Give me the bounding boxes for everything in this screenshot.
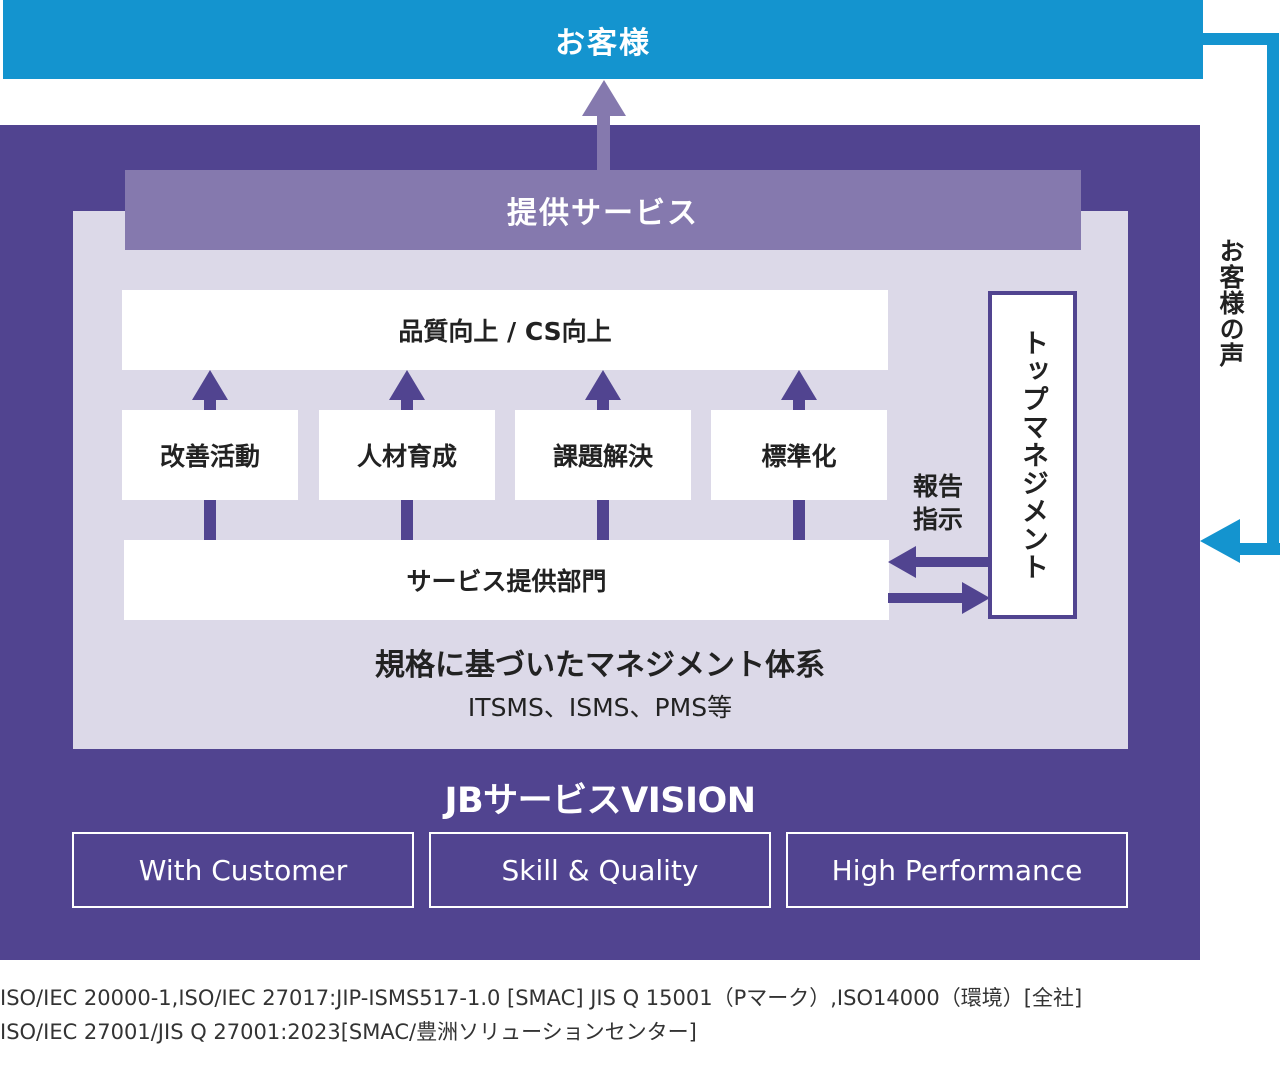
provided-service-header: 提供サービス: [125, 170, 1081, 250]
footnote-line-2: ISO/IEC 27001/JIS Q 27001:2023[SMAC/豊洲ソリ…: [0, 1020, 697, 1044]
activity-label: 改善活動: [159, 442, 260, 471]
dept-arrow-shaft-3: [597, 500, 609, 540]
activity-label: 人材育成: [356, 442, 457, 471]
report-instruct-arrows-icon: [888, 546, 990, 614]
instruct-label: 指示: [912, 505, 963, 534]
activity-box-problem: 課題解決: [515, 410, 691, 500]
voice-line-top: [1203, 33, 1279, 45]
department-label: サービス提供部門: [406, 567, 607, 596]
management-system-subtitle: ITSMS、ISMS、PMS等: [467, 693, 733, 722]
voice-line-right: [1267, 33, 1279, 549]
activity-box-standard: 標準化: [711, 410, 887, 500]
service-department-box: サービス提供部門: [124, 540, 889, 620]
report-label: 報告: [912, 472, 963, 501]
dept-arrow-shaft-2: [401, 500, 413, 540]
activity-label: 標準化: [761, 442, 837, 471]
activity-arrowhead-2-icon: [389, 370, 425, 400]
activity-arrowhead-3-icon: [585, 370, 621, 400]
pillar-label: Skill & Quality: [501, 853, 699, 887]
activity-arrowhead-1-icon: [192, 370, 228, 400]
provided-service-label: 提供サービス: [507, 196, 699, 231]
pillar-label: High Performance: [831, 853, 1083, 887]
activity-box-hr: 人材育成: [319, 410, 495, 500]
up-arrow-to-customer-icon: [582, 80, 626, 116]
pillar-label: With Customer: [138, 853, 348, 887]
customer-bar: お客様: [3, 0, 1203, 79]
footnote-line-1: ISO/IEC 20000-1,ISO/IEC 27017:JIP-ISMS51…: [0, 986, 1083, 1010]
quality-box: 品質向上 / CS向上: [122, 290, 888, 370]
dept-arrow-shaft-1: [204, 500, 216, 540]
activity-box-improvement: 改善活動: [122, 410, 298, 500]
voice-arrow-icon: [1200, 519, 1280, 563]
activity-arrow-shaft-1: [204, 398, 216, 410]
pillar-skill-quality: Skill & Quality: [429, 832, 771, 908]
top-management-box: トップマネジメント: [988, 291, 1077, 619]
management-system-title: 規格に基づいたマネジメント体系: [375, 648, 825, 683]
vision-title: JBサービスVISION: [444, 781, 756, 821]
pillar-with-customer: With Customer: [72, 832, 414, 908]
report-instruct-label: 報告 指示: [906, 470, 970, 536]
pillar-high-performance: High Performance: [786, 832, 1128, 908]
activity-arrow-shaft-2: [401, 398, 413, 410]
customer-voice-label: お客様の声: [1216, 238, 1245, 368]
dept-arrow-shaft-4: [793, 500, 805, 540]
activity-arrowhead-4-icon: [781, 370, 817, 400]
activity-label: 課題解決: [552, 442, 653, 471]
up-arrow-shaft: [597, 112, 610, 172]
customer-label: お客様: [555, 25, 651, 61]
activity-arrow-shaft-4: [793, 398, 805, 410]
top-management-label: トップマネジメント: [1017, 329, 1048, 581]
quality-label: 品質向上 / CS向上: [398, 317, 612, 346]
activity-arrow-shaft-3: [597, 398, 609, 410]
